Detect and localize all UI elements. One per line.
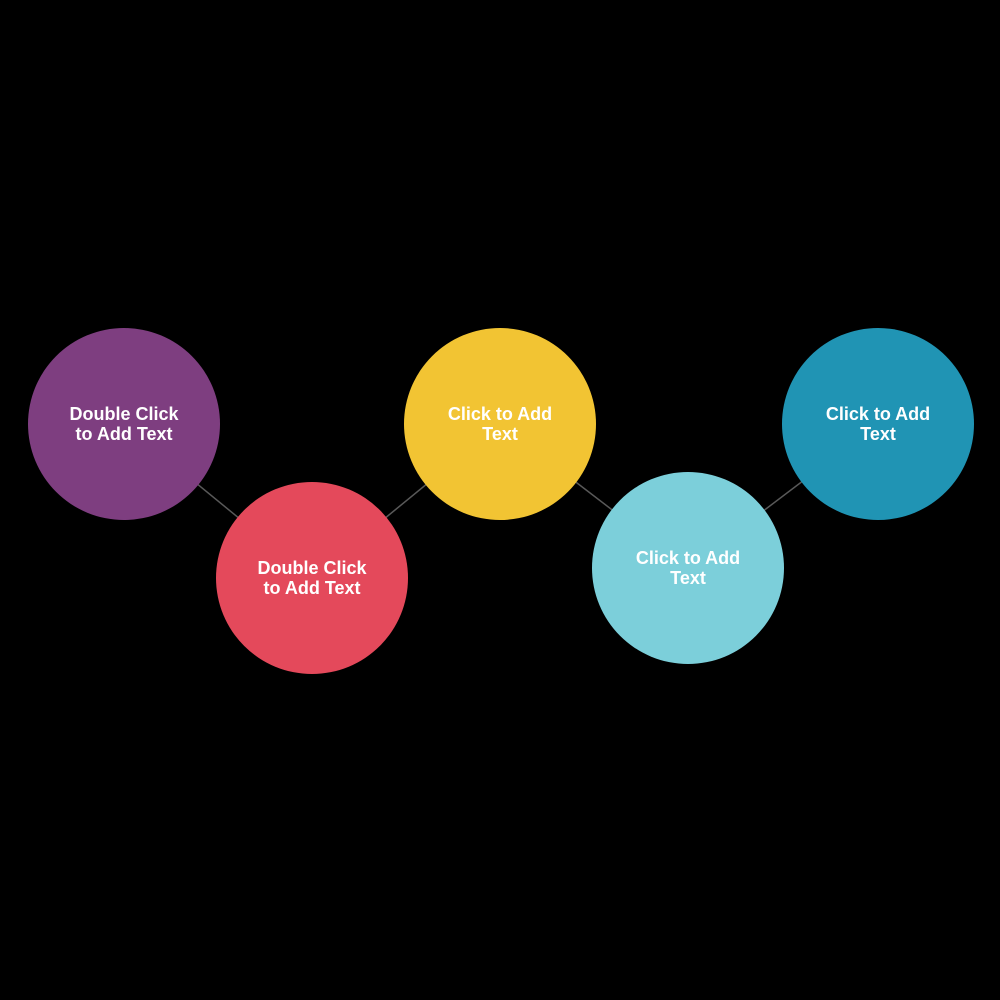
node-5-label-line1: Click to Add [825,404,931,424]
diagram-node-5[interactable]: Click to Add Text [782,328,974,520]
diagram-node-2[interactable]: Double Click to Add Text [216,482,408,674]
node-2-label-line2: to Add Text [263,578,361,598]
diagram-node-3[interactable]: Click to Add Text [404,328,596,520]
node-2-label-line1: Double Click [257,558,367,578]
diagram-node-1[interactable]: Double Click to Add Text [28,328,220,520]
node-4-label-line1: Click to Add [635,548,741,568]
node-4-label-line2: Text [670,568,706,588]
diagram-node-4[interactable]: Click to Add Text [592,472,784,664]
node-3-label-line1: Click to Add [447,404,553,424]
node-3-label-line2: Text [482,424,518,444]
node-5-label-line2: Text [860,424,896,444]
node-1-label-line2: to Add Text [75,424,173,444]
node-1-label-line1: Double Click [69,404,179,424]
